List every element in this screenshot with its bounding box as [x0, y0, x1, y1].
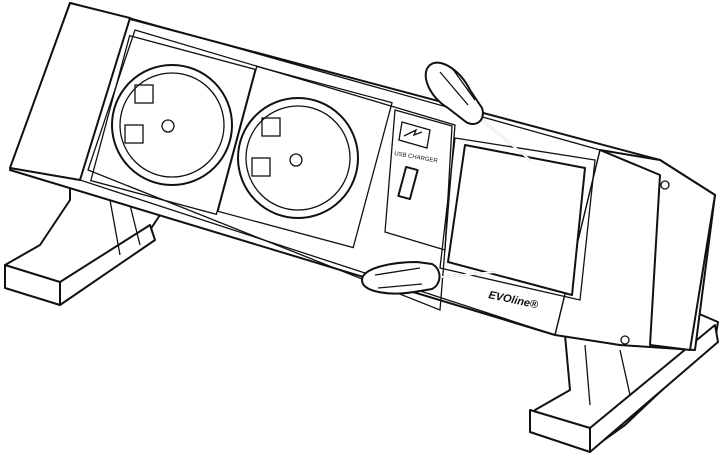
usb-port: [397, 165, 419, 201]
socket-2: [217, 65, 393, 249]
housing: [9, 2, 716, 351]
left-stand-foot: [4, 184, 161, 306]
screwdriver-bottom: [361, 261, 496, 295]
socket-1: [90, 34, 256, 216]
screwdriver-top: [424, 61, 531, 161]
usb-charger-icon: [398, 121, 431, 149]
